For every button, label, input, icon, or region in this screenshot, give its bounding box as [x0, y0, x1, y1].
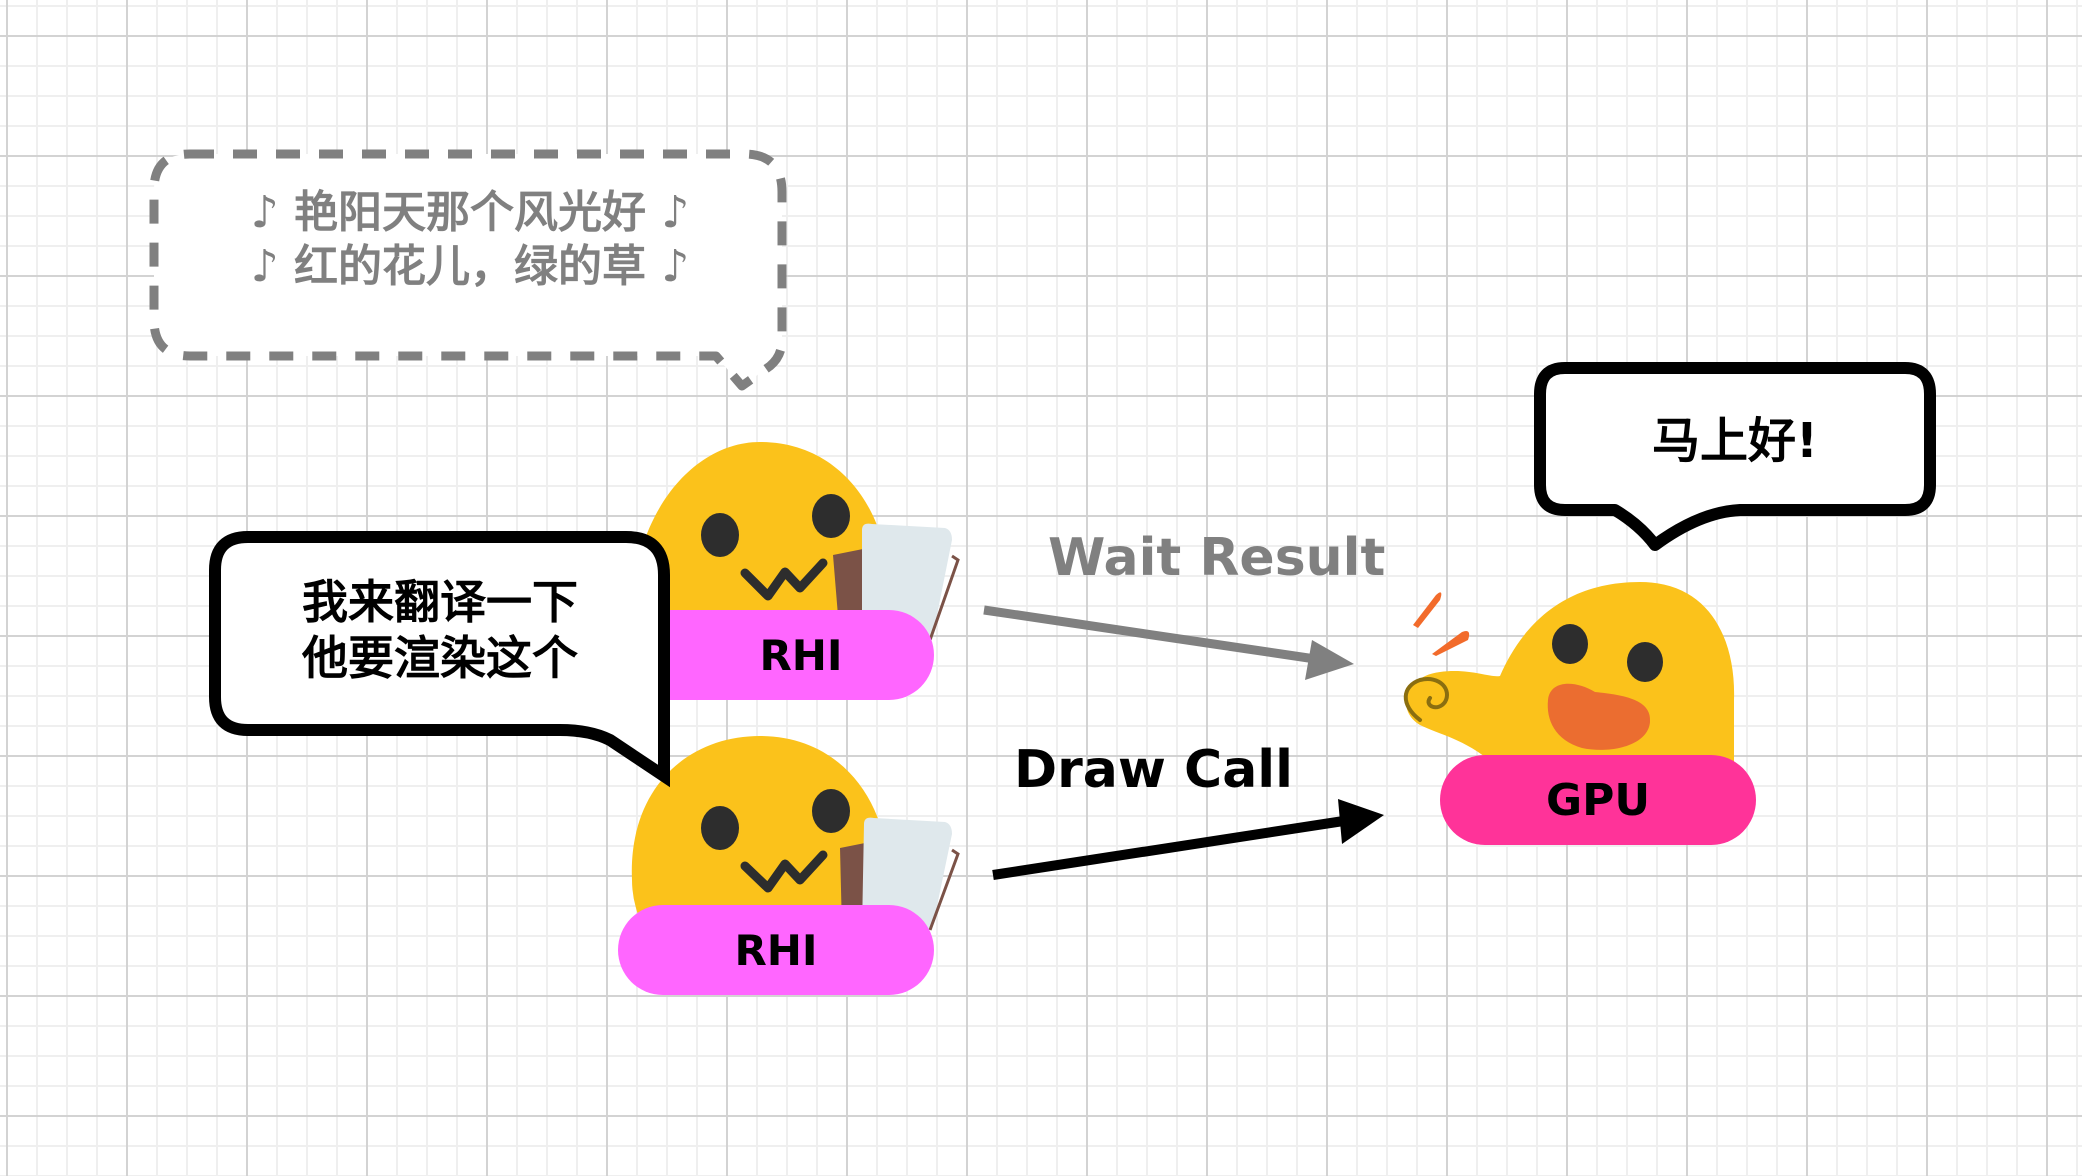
wait-result-label: Wait Result — [1048, 528, 1386, 588]
gpu-mouth — [1547, 683, 1651, 750]
wait-result-arrow — [983, 605, 1354, 680]
rhi-speech-text: 我来翻译一下 他要渲染这个 — [225, 574, 655, 686]
excited-face-icon — [1403, 582, 1735, 780]
draw-call-label: Draw Call — [1014, 740, 1293, 800]
gpu-character — [1403, 582, 1735, 780]
lyric-line-1: ♪ 艳阳天那个风光好 ♪ — [250, 187, 690, 238]
rhi-top-mouth — [740, 558, 828, 601]
face-with-notepad-icon — [631, 736, 960, 931]
gpu-face — [1406, 582, 1735, 780]
rhi-top-left-eye — [701, 513, 739, 557]
rhi-top-right-eye — [812, 494, 850, 538]
rhi-bottom-label: RHI — [618, 905, 934, 995]
face-with-notepad-icon — [631, 442, 960, 641]
rhi-speech-bubble-outline — [209, 531, 670, 788]
rhi-bottom-right-eye — [812, 789, 850, 833]
rhi-bottom-character — [631, 736, 960, 931]
rhi-top-character — [631, 442, 960, 641]
rhi-bottom-left-eye — [701, 806, 739, 850]
rhi-top-paper-edge — [928, 554, 960, 641]
gpu-spark-1 — [1413, 592, 1442, 628]
rhi-bottom-paper-edge — [928, 848, 960, 931]
draw-call-arrow-shaft — [992, 815, 1351, 880]
rhi-speech-line-1: 我来翻译一下 — [302, 575, 578, 629]
gpu-right-eye — [1627, 642, 1663, 682]
gpu-spark-2 — [1432, 631, 1470, 656]
gpu-left-eye — [1552, 624, 1588, 664]
rhi-bottom-mouth — [740, 850, 828, 893]
gpu-label-text: GPU — [1545, 774, 1651, 826]
wait-result-arrow-shaft — [983, 605, 1323, 665]
rhi-top-face — [631, 442, 888, 640]
rhi-bottom-face — [631, 736, 888, 920]
draw-call-arrow — [992, 799, 1384, 880]
wait-result-arrowhead — [1305, 640, 1354, 680]
rhi-bottom-label-text: RHI — [734, 925, 818, 975]
lyric-bubble-outline — [149, 149, 787, 391]
gpu-speech-text: 马上好! — [1652, 413, 1818, 469]
rhi-speech-line-2: 他要渲染这个 — [302, 631, 578, 686]
lyric-line-2: ♪ 红的花儿，绿的草 ♪ — [250, 240, 690, 292]
gpu-speech-bubble-outline — [1534, 362, 1936, 551]
lyric-text: ♪ 艳阳天那个风光好 ♪ ♪ 红的花儿，绿的草 ♪ — [170, 186, 770, 293]
rhi-bottom-paper — [862, 817, 952, 930]
draw-call-arrowhead — [1338, 799, 1384, 844]
rhi-top-label: RHI — [668, 610, 934, 700]
gpu-curl — [1403, 677, 1449, 722]
gpu-label: GPU — [1440, 755, 1756, 845]
rhi-top-label-text: RHI — [759, 630, 843, 680]
